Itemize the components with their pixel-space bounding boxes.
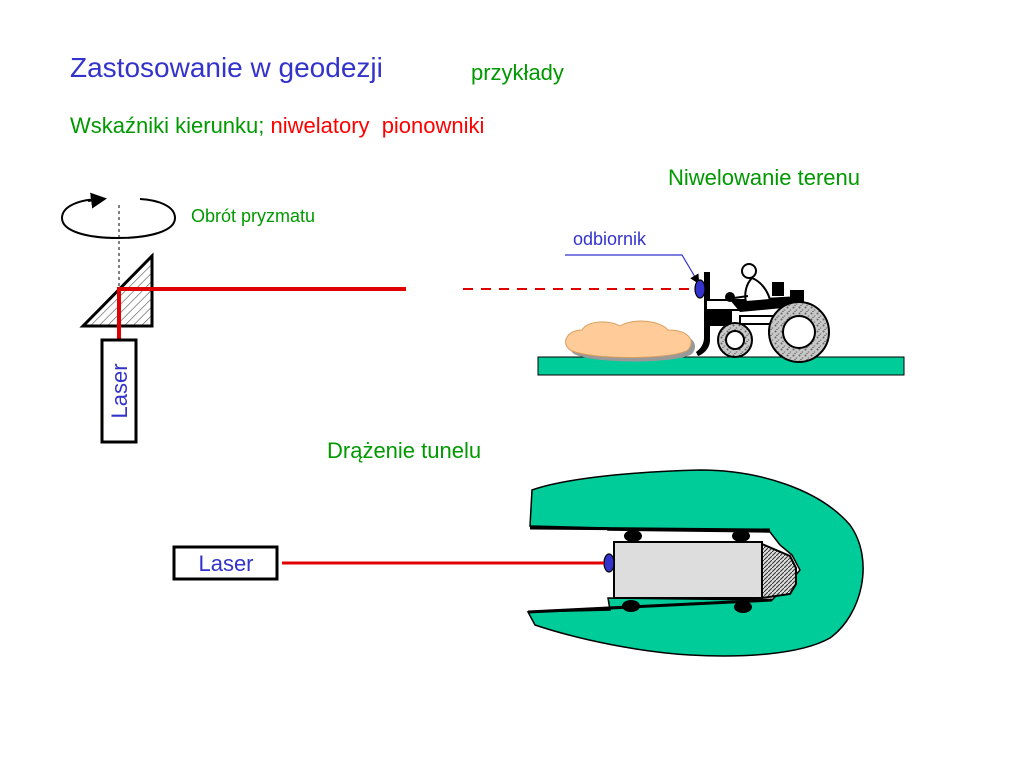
laser-horizontal-label: Laser <box>198 551 253 576</box>
subtitle-plumbs: pionowniki <box>381 113 485 138</box>
boring-machine-icon <box>613 530 797 613</box>
tunnel-icon <box>526 469 864 657</box>
subtitle-levels: niwelatory <box>270 113 370 138</box>
receiver-pointer <box>565 254 700 285</box>
label-receiver: odbiornik <box>573 229 647 249</box>
page-title-sub: przykłady <box>471 60 564 85</box>
ground-strip <box>537 356 905 376</box>
label-tunnel-boring: Drążenie tunelu <box>327 438 482 463</box>
label-prism-rotation: Obrót pryzmatu <box>191 206 316 226</box>
laser-vertical-label: Laser <box>107 363 132 418</box>
label-terrain-leveling: Niwelowanie terenu <box>668 165 860 190</box>
rotation-arrow-icon <box>60 192 177 240</box>
page-title: Zastosowanie w geodezji <box>70 52 383 83</box>
subtitle-direction-indicators: Wskaźniki kierunku; <box>70 113 265 138</box>
tractor-icon <box>696 263 830 363</box>
soil-heap <box>565 320 696 362</box>
laser-device-icon: Laser <box>100 338 138 444</box>
tunnel-receiver-icon <box>603 553 615 573</box>
subtitle: Wskaźniki kierunku; niwelatory pionownik… <box>70 115 484 137</box>
receiver-icon <box>694 279 706 299</box>
tunnel-laser-device-icon: Laser <box>172 545 279 581</box>
